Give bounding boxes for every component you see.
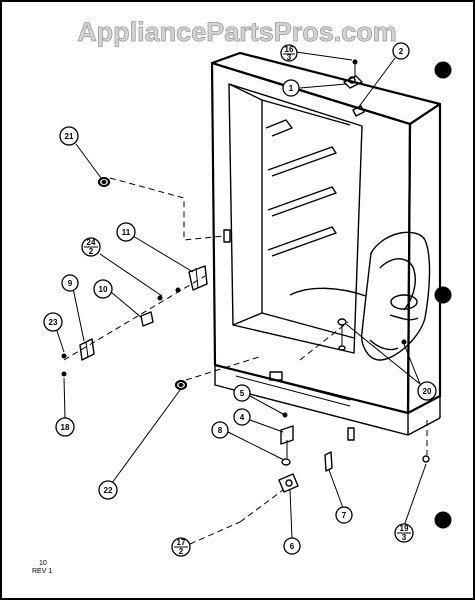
shelf-rails xyxy=(265,119,337,257)
callout-4[interactable]: 4 xyxy=(233,408,251,426)
callout-5[interactable]: 5 xyxy=(233,384,251,402)
callout-22[interactable]: 22 xyxy=(98,480,118,500)
svg-text:2: 2 xyxy=(399,47,404,56)
svg-text:1: 1 xyxy=(289,84,294,93)
svg-text:3: 3 xyxy=(287,53,292,62)
callout-2[interactable]: 2 xyxy=(392,42,410,60)
washer-part-22 xyxy=(174,379,188,391)
callout-24[interactable]: 24 2 xyxy=(81,237,101,257)
svg-text:5: 5 xyxy=(240,389,245,398)
svg-text:8: 8 xyxy=(218,426,223,435)
bracket-part-11 xyxy=(188,265,208,291)
callout-10[interactable]: 10 xyxy=(93,279,113,299)
floor-plug-part-20 xyxy=(337,318,407,351)
screws-part-24 xyxy=(157,287,181,301)
revision-number: 10 xyxy=(39,560,47,567)
callout-19[interactable]: 19 3 xyxy=(394,523,414,543)
ice-dispenser-chute xyxy=(289,231,431,361)
binder-hole-top xyxy=(434,61,452,79)
svg-text:11: 11 xyxy=(122,228,131,237)
svg-text:9: 9 xyxy=(68,279,73,288)
clip-part-7 xyxy=(324,451,333,472)
svg-text:6: 6 xyxy=(290,542,295,551)
svg-text:10: 10 xyxy=(99,285,108,294)
svg-text:20: 20 xyxy=(423,387,432,396)
svg-text:4: 4 xyxy=(240,413,245,422)
svg-text:22: 22 xyxy=(104,486,113,495)
bracket-part-10 xyxy=(140,311,154,327)
callout-7[interactable]: 7 xyxy=(335,506,353,524)
svg-text:2: 2 xyxy=(89,247,94,256)
callout-18[interactable]: 18 xyxy=(55,417,75,437)
callout-8[interactable]: 8 xyxy=(211,421,229,439)
leader-lines xyxy=(55,51,427,539)
callout-21[interactable]: 21 xyxy=(59,126,79,146)
callout-6[interactable]: 6 xyxy=(283,537,301,555)
callout-20[interactable]: 20 xyxy=(417,381,437,401)
washer-part-21 xyxy=(97,176,111,188)
svg-text:3: 3 xyxy=(402,533,407,542)
svg-text:23: 23 xyxy=(49,318,58,327)
svg-text:16: 16 xyxy=(285,45,294,54)
callout-16[interactable]: 16 3 xyxy=(280,44,298,62)
revision-label: REV 1 xyxy=(32,568,52,575)
lower-hinge-stack xyxy=(278,412,299,493)
svg-text:19: 19 xyxy=(400,524,409,533)
callout-11[interactable]: 11 xyxy=(116,222,136,242)
watermark: AppliancePartsPros.com xyxy=(77,17,397,47)
svg-text:18: 18 xyxy=(61,423,70,432)
svg-text:7: 7 xyxy=(342,511,347,520)
callout-1[interactable]: 1 xyxy=(282,79,300,97)
screw-part-19 xyxy=(422,455,430,463)
callout-9[interactable]: 9 xyxy=(61,274,79,292)
assembly-lines xyxy=(63,177,428,523)
binder-hole-bottom xyxy=(434,511,452,529)
bracket-part-9 xyxy=(79,338,95,361)
cabinet-shell xyxy=(210,51,442,441)
callout-23[interactable]: 23 xyxy=(43,312,63,332)
svg-text:21: 21 xyxy=(65,132,74,141)
callout-17[interactable]: 17 2 xyxy=(171,537,191,557)
svg-text:2: 2 xyxy=(179,547,184,556)
screw-part-23 xyxy=(61,353,67,377)
svg-text:24: 24 xyxy=(87,238,96,247)
svg-text:17: 17 xyxy=(177,538,186,547)
binder-hole-middle xyxy=(434,286,452,304)
